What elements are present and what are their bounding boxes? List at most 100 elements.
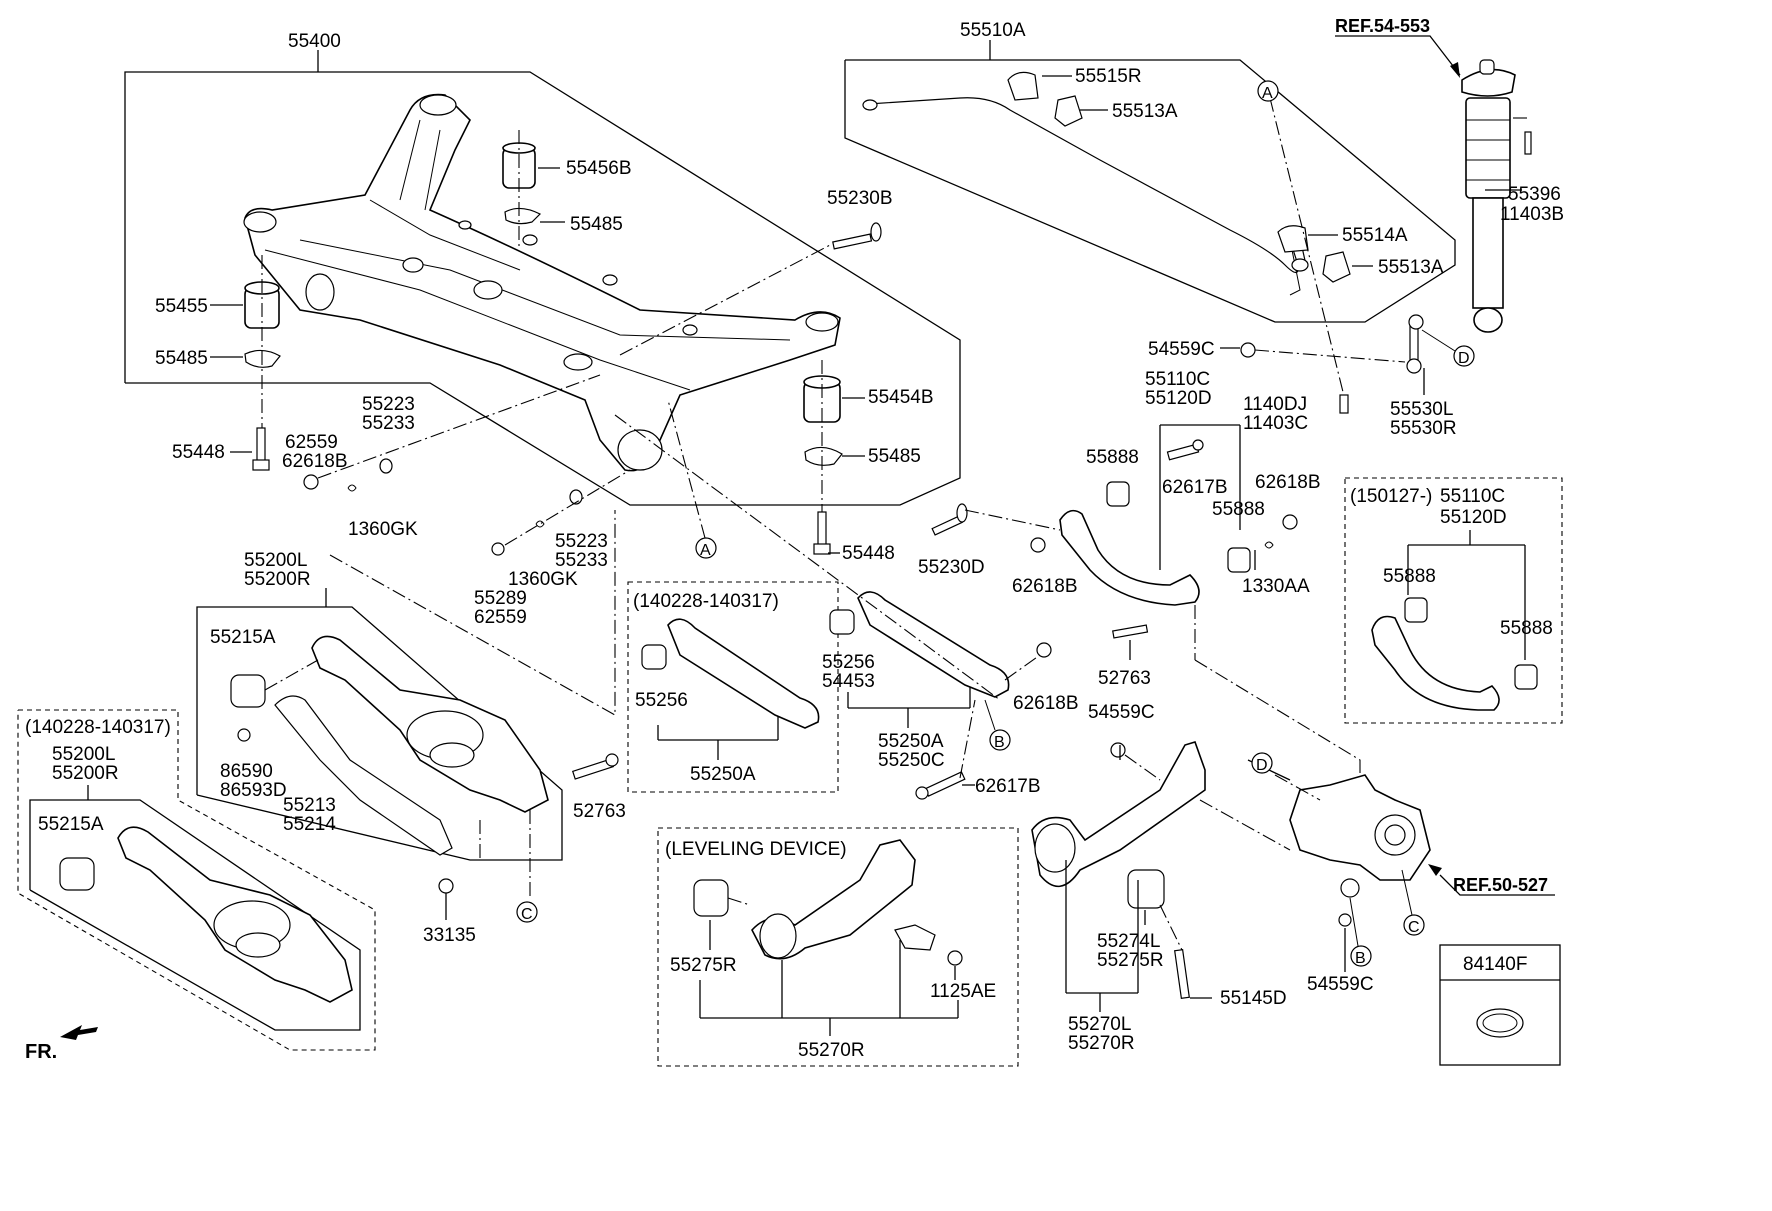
label-55230D: 55230D — [918, 557, 985, 578]
stabilizer-bar-55510A — [867, 97, 1307, 274]
callout-markers: A A B B C C D — [516, 80, 1475, 967]
callout-c-left: C — [516, 901, 538, 923]
label-55230B: 55230B — [827, 188, 893, 209]
callout-b-left: B — [984, 699, 1011, 751]
label-55530L: 55530L — [1390, 399, 1453, 420]
label-1360GK-b: 1360GK — [508, 569, 578, 590]
svg-text:C: C — [521, 906, 533, 923]
label-55515R: 55515R — [1075, 66, 1142, 87]
label-55200R-b: 55200R — [52, 763, 119, 784]
control-arm-55250A-early — [627, 581, 839, 793]
plug-84140F-box — [1439, 944, 1561, 1066]
label-55214: 55214 — [283, 814, 336, 835]
upper-arm-late-group — [1344, 477, 1563, 724]
label-11403C: 11403C — [1243, 413, 1308, 434]
label-11403B: 11403B — [1500, 204, 1564, 225]
nut-62559-62618B — [303, 374, 601, 492]
callout-d-right: D — [1421, 329, 1475, 367]
label-62618B-c: 62618B — [1012, 576, 1078, 597]
label-front-direction: FR. — [25, 1041, 57, 1063]
label-55513A-mid: 55513A — [1378, 257, 1444, 278]
label-55120D-a: 55120D — [1145, 388, 1212, 409]
label-55275R-b: 55275R — [1097, 950, 1164, 971]
label-55510A: 55510A — [960, 20, 1026, 41]
label-date-140228-b: (140228-140317) — [25, 717, 171, 738]
label-55250C: 55250C — [878, 750, 945, 771]
shock-absorber — [1461, 59, 1532, 333]
svg-text:D: D — [1458, 350, 1470, 367]
label-1140DJ: 1140DJ — [1243, 394, 1307, 415]
label-86593D: 86593D — [220, 780, 287, 801]
label-55145D: 55145D — [1220, 988, 1287, 1009]
label-55270L: 55270L — [1068, 1014, 1131, 1035]
leveling-device-group — [657, 827, 1019, 1067]
stabilizer-link-55530 — [1240, 97, 1424, 414]
label-55454B: 55454B — [868, 387, 934, 408]
part-number-labels: 55400 55510A REF.54-553 55515R 55513A 55… — [25, 16, 1564, 1063]
label-55448-left: 55448 — [172, 442, 225, 463]
label-ref-54-553: REF.54-553 — [1335, 16, 1430, 36]
label-55448-right: 55448 — [842, 543, 895, 564]
label-55256-a: 55256 — [635, 690, 688, 711]
label-55888-c: 55888 — [1383, 566, 1436, 587]
label-54559C-bottom: 54559C — [1307, 974, 1374, 995]
svg-text:A: A — [1262, 85, 1273, 102]
bushing-55454B — [803, 360, 843, 520]
rear-knuckle — [1199, 774, 1431, 927]
svg-text:C: C — [1408, 919, 1420, 936]
label-62617B-b: 62617B — [975, 776, 1041, 797]
fr-arrow-icon — [60, 1025, 98, 1040]
label-55513A-top: 55513A — [1112, 101, 1178, 122]
label-62618B-d: 62618B — [1013, 693, 1079, 714]
label-55455: 55455 — [155, 296, 208, 317]
label-55250A-b: 55250A — [878, 731, 944, 752]
label-55110C-b: 55110C — [1440, 486, 1505, 507]
stabilizer-group — [844, 40, 1456, 323]
label-52763-b: 52763 — [573, 801, 626, 822]
label-55233-b: 55233 — [555, 550, 608, 571]
label-62559-b: 62559 — [474, 607, 527, 628]
label-55200L-a: 55200L — [244, 550, 307, 571]
label-55400: 55400 — [288, 31, 341, 52]
label-55233-a: 55233 — [362, 413, 415, 434]
label-62618B-a: 62618B — [282, 451, 348, 472]
label-55888-a: 55888 — [1086, 447, 1139, 468]
label-84140F: 84140F — [1463, 954, 1527, 975]
label-62617B-a: 62617B — [1162, 477, 1228, 498]
label-55456B: 55456B — [566, 158, 632, 179]
callout-d-left: D — [1251, 752, 1273, 774]
label-ref-50-527: REF.50-527 — [1453, 875, 1548, 895]
label-date-150127: (150127-) — [1350, 486, 1432, 507]
label-54453: 54453 — [822, 671, 875, 692]
lower-arm-group — [196, 588, 619, 861]
label-33135: 33135 — [423, 925, 476, 946]
label-55514A: 55514A — [1342, 225, 1408, 246]
bushing-55455 — [244, 255, 281, 430]
label-55213: 55213 — [283, 795, 336, 816]
ref-arrow-50527 — [1428, 864, 1555, 896]
label-55250A-a: 55250A — [690, 764, 756, 785]
label-1330AA: 1330AA — [1242, 576, 1310, 597]
label-55289: 55289 — [474, 588, 527, 609]
label-55200R-a: 55200R — [244, 569, 311, 590]
svg-text:B: B — [994, 734, 1005, 751]
crossmember-group — [124, 50, 961, 506]
label-54559C-mid: 54559C — [1088, 702, 1155, 723]
bolt-55448-right — [813, 511, 831, 555]
callout-c-right: C — [1401, 869, 1425, 936]
label-62618B-b: 62618B — [1255, 472, 1321, 493]
label-55888-b: 55888 — [1212, 499, 1265, 520]
label-55223-a: 55223 — [362, 394, 415, 415]
label-52763-a: 52763 — [1098, 668, 1151, 689]
svg-text:B: B — [1355, 950, 1366, 967]
label-62559-a: 62559 — [285, 432, 338, 453]
label-55270R-a: 55270R — [798, 1040, 865, 1061]
upper-arm-55110C — [964, 424, 1361, 800]
label-55396: 55396 — [1508, 184, 1561, 205]
label-55888-d: 55888 — [1500, 618, 1553, 639]
label-55275R-a: 55275R — [670, 955, 737, 976]
label-54559C-top: 54559C — [1148, 339, 1215, 360]
trailing-arm-55270 — [1031, 741, 1206, 1012]
label-55110C-a: 55110C — [1145, 369, 1210, 390]
